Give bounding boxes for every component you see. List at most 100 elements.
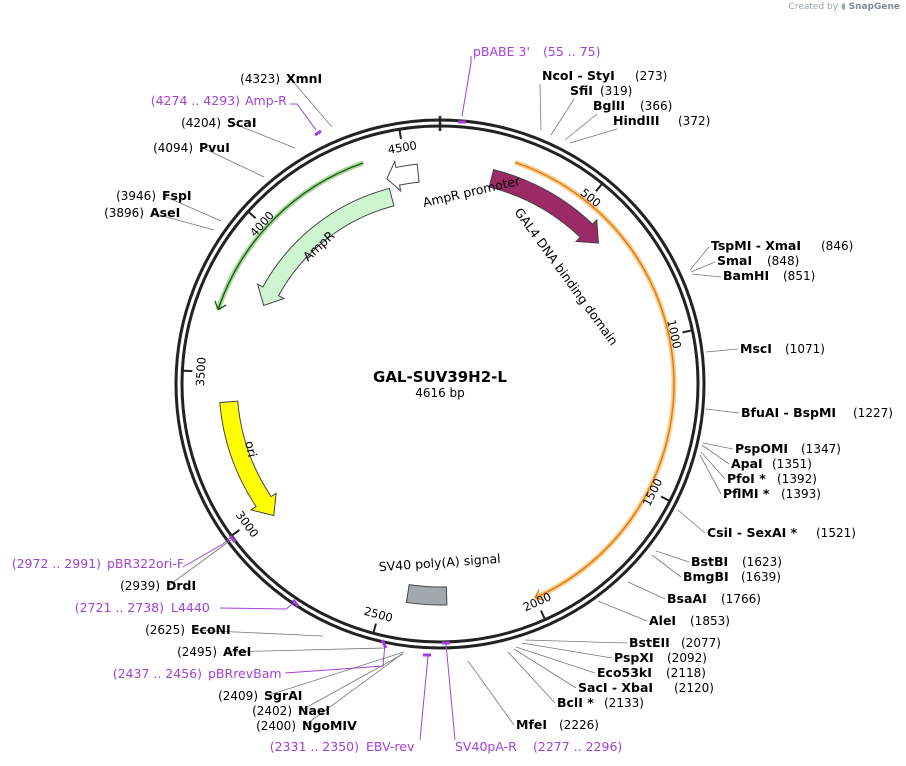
- leader-line: [303, 653, 403, 727]
- tick-label: 2500: [362, 604, 394, 625]
- enzyme-position: (3946): [116, 189, 156, 203]
- leader-line: [705, 408, 740, 414]
- leader-line: [539, 83, 542, 131]
- leader-line: [265, 651, 405, 697]
- enzyme-label: PflMI *: [723, 486, 770, 501]
- highlight-arc-line: [514, 161, 675, 599]
- enzyme-position: (1351): [772, 457, 812, 471]
- primer-mark: [291, 599, 300, 607]
- primer-name: L4440: [171, 600, 210, 615]
- leader-line: [564, 113, 598, 141]
- enzyme-position: (273): [635, 69, 667, 83]
- leader-line: [597, 600, 648, 622]
- enzyme-position: (2077): [681, 636, 721, 650]
- highlight-arc-line: [217, 162, 364, 310]
- tick-label: 4500: [387, 138, 418, 156]
- enzyme-label: SacI - XbaI: [578, 680, 653, 695]
- primer-name: pBR322ori-F: [107, 556, 184, 571]
- enzyme-label: NgoMIV: [302, 718, 357, 733]
- enzyme-label: AleI: [649, 613, 676, 628]
- leader-line: [513, 648, 577, 689]
- enzyme-label: ScaI: [227, 115, 257, 130]
- enzyme-position: (2120): [674, 681, 714, 695]
- primer-leader: [219, 601, 296, 610]
- enzyme-position: (1853): [690, 614, 730, 628]
- primer-leader: [419, 655, 429, 741]
- leader-line: [228, 121, 296, 149]
- enzyme-label: CsiI - SexAI *: [707, 525, 798, 540]
- primer-leader: [445, 643, 456, 741]
- enzyme-position: (2409): [218, 689, 258, 703]
- primer-name: SV40pA-R: [455, 739, 517, 754]
- leader-line: [651, 554, 682, 578]
- highlight-arrowhead: [534, 589, 545, 601]
- primer-leader: [461, 56, 472, 117]
- tick-mark: [182, 369, 193, 373]
- enzyme-label: AfeI: [223, 644, 251, 659]
- enzyme-position: (2092): [667, 651, 707, 665]
- enzyme-position: (1347): [801, 442, 841, 456]
- primer-name: pBRrevBam: [208, 666, 282, 681]
- plasmid-length: 4616 bp: [415, 386, 465, 400]
- enzyme-position: (1393): [781, 487, 821, 501]
- enzyme-position: (2939): [120, 579, 160, 593]
- feature-label-gal4-dbd: GAL4 DNA binding domain: [512, 205, 622, 348]
- plasmid-name: GAL-SUV39H2-L: [373, 368, 507, 386]
- leader-line: [705, 348, 739, 353]
- primer-range: (4274 .. 4293): [151, 93, 240, 108]
- leader-line: [677, 509, 706, 534]
- primer-marks: [182, 56, 472, 741]
- enzyme-position: (3896): [104, 206, 144, 220]
- primer-range: (55 .. 75): [543, 44, 600, 59]
- enzyme-label: ApaI: [731, 456, 763, 471]
- primer-leader: [284, 643, 386, 674]
- enzyme-position: (1766): [721, 592, 761, 606]
- enzyme-label: MscI: [740, 341, 772, 356]
- feature-label-sv40-polya: SV40 poly(A) signal: [378, 551, 501, 574]
- enzyme-position: (2226): [559, 718, 599, 732]
- feature-arrow: [386, 159, 420, 193]
- tick-mark: [682, 329, 693, 334]
- leader-line: [550, 98, 575, 136]
- enzyme-position: (851): [783, 269, 815, 283]
- label-leader-lines: [151, 77, 740, 727]
- primer-range: (2277 .. 2296): [533, 739, 622, 754]
- leader-line: [515, 646, 596, 674]
- enzyme-label: SmaI: [717, 253, 752, 268]
- enzyme-position: (1623): [742, 555, 782, 569]
- feature-arrow: [405, 584, 448, 606]
- enzyme-position: (4323): [240, 72, 280, 86]
- leader-line: [151, 212, 215, 231]
- enzyme-position: (319): [600, 84, 632, 98]
- primer-range: (2437 .. 2456): [113, 666, 202, 681]
- tick-mark: [230, 529, 241, 537]
- enzyme-label: HindIII: [613, 113, 660, 128]
- enzyme-position: (4204): [181, 116, 221, 130]
- highlight-arc: [215, 160, 364, 311]
- enzyme-position: (2400): [256, 719, 296, 733]
- enzyme-position: (1639): [741, 570, 781, 584]
- primer-mark: [314, 129, 322, 137]
- enzyme-position: (1227): [853, 406, 893, 420]
- enzyme-position: (366): [640, 99, 672, 113]
- primer-leader: [182, 537, 231, 568]
- enzyme-label: AseI: [150, 205, 180, 220]
- tick-mark: [372, 623, 377, 634]
- enzyme-label: Eco53kI: [597, 665, 652, 680]
- enzyme-position: (2133): [604, 696, 644, 710]
- primer-range: (2972 .. 2991): [12, 556, 101, 571]
- leader-line: [192, 629, 324, 637]
- enzyme-position: (2118): [666, 666, 706, 680]
- leader-line: [691, 273, 722, 278]
- enzyme-label: BsaAI: [667, 591, 707, 606]
- primer-name: pBABE 3': [473, 44, 530, 59]
- tick-label: 1500: [640, 476, 666, 508]
- enzyme-label: PspXI: [614, 650, 654, 665]
- feature-label-ori: ori: [242, 440, 260, 459]
- enzyme-label: BamHI: [723, 268, 769, 283]
- enzyme-labels-right: NcoI - StyI (273) SfiI (319) BglII (366)…: [516, 68, 893, 732]
- primer-name: EBV-rev: [366, 739, 415, 754]
- primer-mark: [380, 639, 388, 649]
- primer-leader: [290, 103, 317, 131]
